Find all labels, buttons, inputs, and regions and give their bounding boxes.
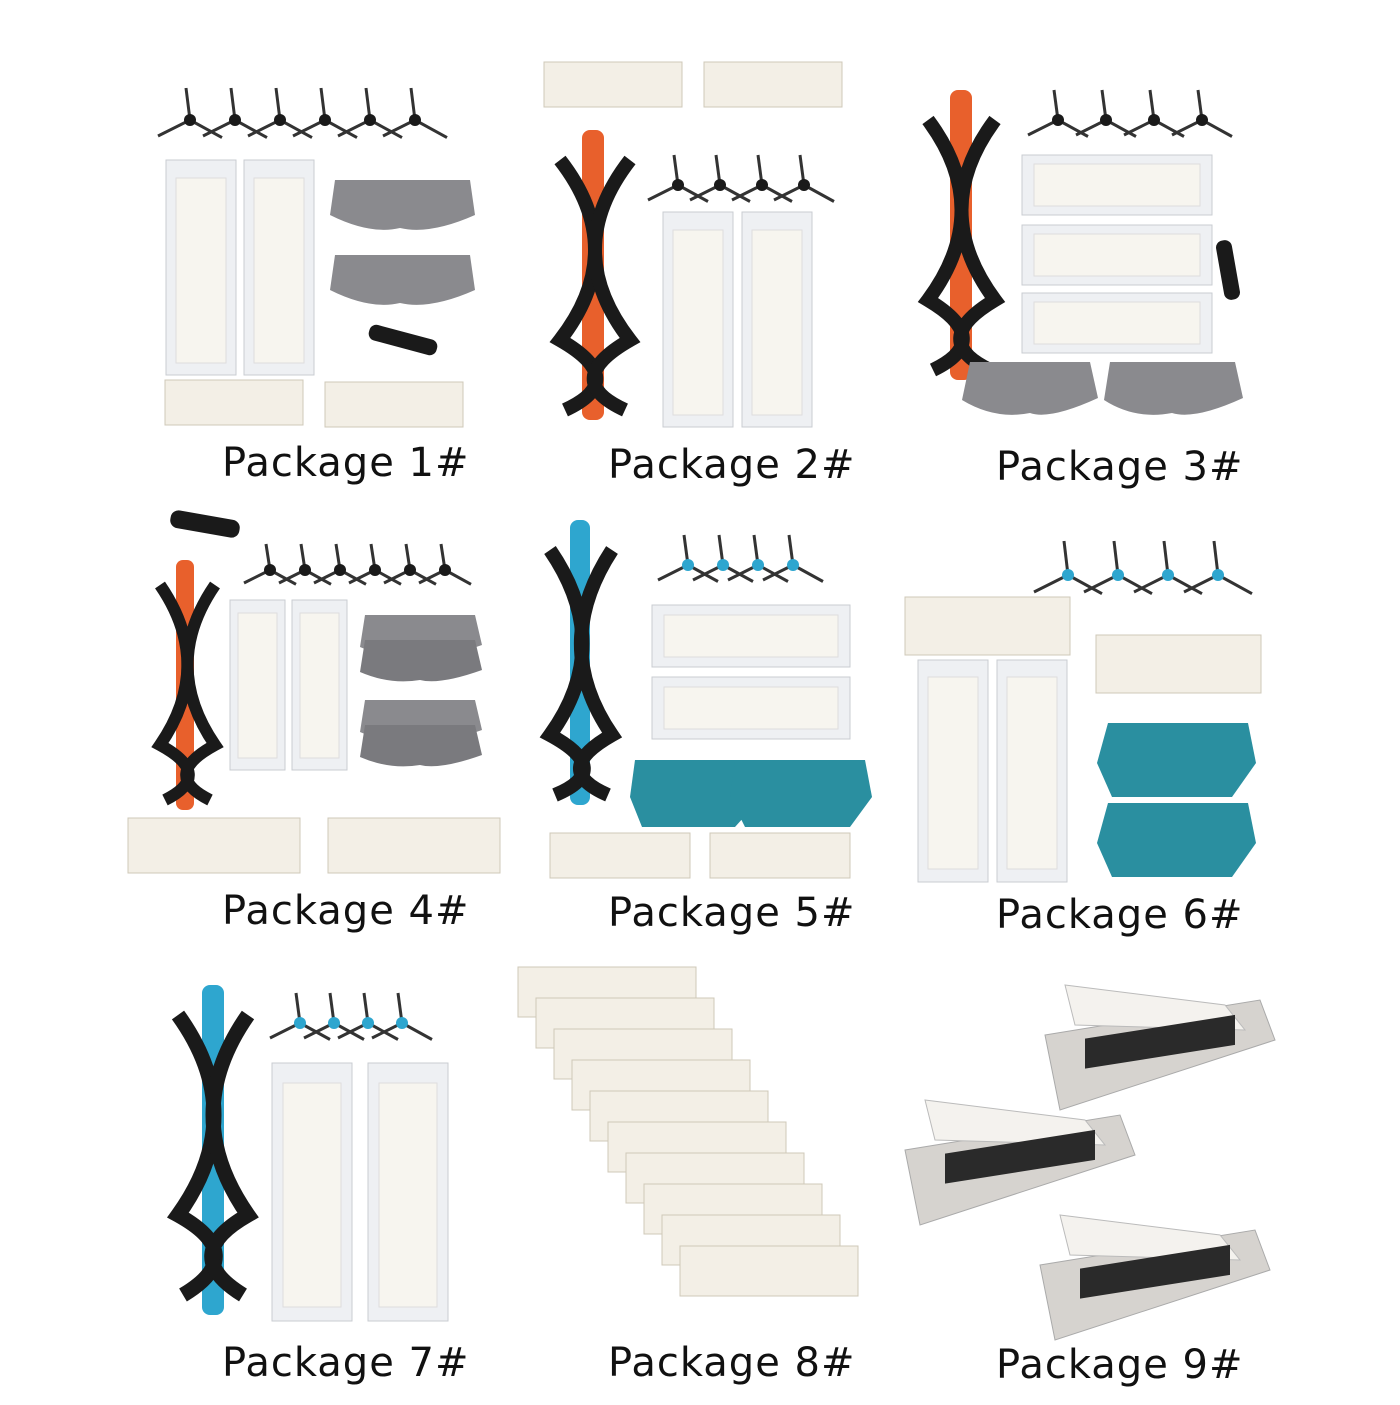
package-8-image [517, 966, 859, 1297]
package-7-image [166, 985, 449, 1322]
package-1-cell: Package 1# [130, 50, 570, 500]
package-6-image [904, 540, 1262, 883]
hepa-filter-3d-icon [904, 984, 1276, 1341]
mop-pad-icon [360, 615, 482, 767]
roller-brush-icon [539, 520, 623, 805]
mop-pad-icon [962, 362, 1243, 415]
package-2-cell: Package 2# [520, 50, 960, 500]
package-5-image [539, 520, 872, 879]
side-brush-icon [657, 534, 824, 583]
flat-filter-icon [549, 832, 851, 879]
side-brush-icon [647, 154, 835, 203]
package-5-cell: Package 5# [520, 505, 960, 955]
flat-filter-stack-icon [517, 966, 859, 1297]
side-brush-icon [157, 87, 448, 139]
package-1-label: Package 1# [222, 440, 470, 486]
roller-brush-icon [549, 130, 641, 420]
hepa-filter-horizontal-icon [1021, 154, 1213, 354]
mop-pad-icon [330, 180, 475, 305]
package-4-label: Package 4# [222, 888, 470, 934]
package-3-label: Package 3# [996, 444, 1244, 490]
hepa-filter-frame-icon [229, 599, 348, 771]
package-9-cell: Package 9# [900, 955, 1340, 1405]
package-8-cell: Package 8# [510, 955, 950, 1405]
hepa-filter-frame-icon [917, 659, 1068, 883]
hepa-filter-frame-icon [271, 1062, 449, 1322]
package-2-label: Package 2# [608, 442, 856, 488]
flat-filter-icon [127, 817, 501, 874]
hepa-filter-frame-icon [662, 211, 813, 428]
side-brush-icon [269, 992, 433, 1041]
roller-brush-icon [151, 560, 224, 810]
package-6-label: Package 6# [996, 892, 1244, 938]
package-7-label: Package 7# [222, 1340, 470, 1386]
cleaning-tool-icon [1216, 240, 1240, 300]
package-6-cell: Package 6# [900, 505, 1340, 955]
package-9-label: Package 9# [996, 1342, 1244, 1388]
package-4-cell: Package 4# [120, 505, 560, 955]
package-2-image [543, 61, 843, 428]
package-7-cell: Package 7# [140, 955, 580, 1405]
package-9-image [904, 984, 1276, 1341]
hepa-filter-frame-icon [165, 159, 315, 376]
flat-filter-icon [543, 61, 843, 108]
flat-filter-icon [164, 379, 464, 428]
side-brush-icon [1033, 540, 1253, 596]
package-3-image [917, 89, 1243, 415]
flat-filter-icon [904, 596, 1262, 694]
package-1-image [157, 87, 475, 428]
package-3-cell: Package 3# [910, 50, 1350, 500]
roller-brush-icon [917, 90, 1006, 380]
cleaning-tool-icon [368, 324, 438, 356]
hepa-filter-horizontal-icon [651, 604, 851, 740]
package-4-image [127, 510, 501, 874]
mop-pad-icon [1097, 723, 1256, 877]
roller-brush-icon [166, 985, 259, 1315]
side-brush-icon [243, 543, 472, 586]
cleaning-tool-icon [170, 510, 240, 538]
package-5-label: Package 5# [608, 890, 856, 936]
package-8-label: Package 8# [608, 1340, 856, 1386]
side-brush-icon [1027, 89, 1233, 138]
mop-pad-icon [630, 760, 872, 827]
